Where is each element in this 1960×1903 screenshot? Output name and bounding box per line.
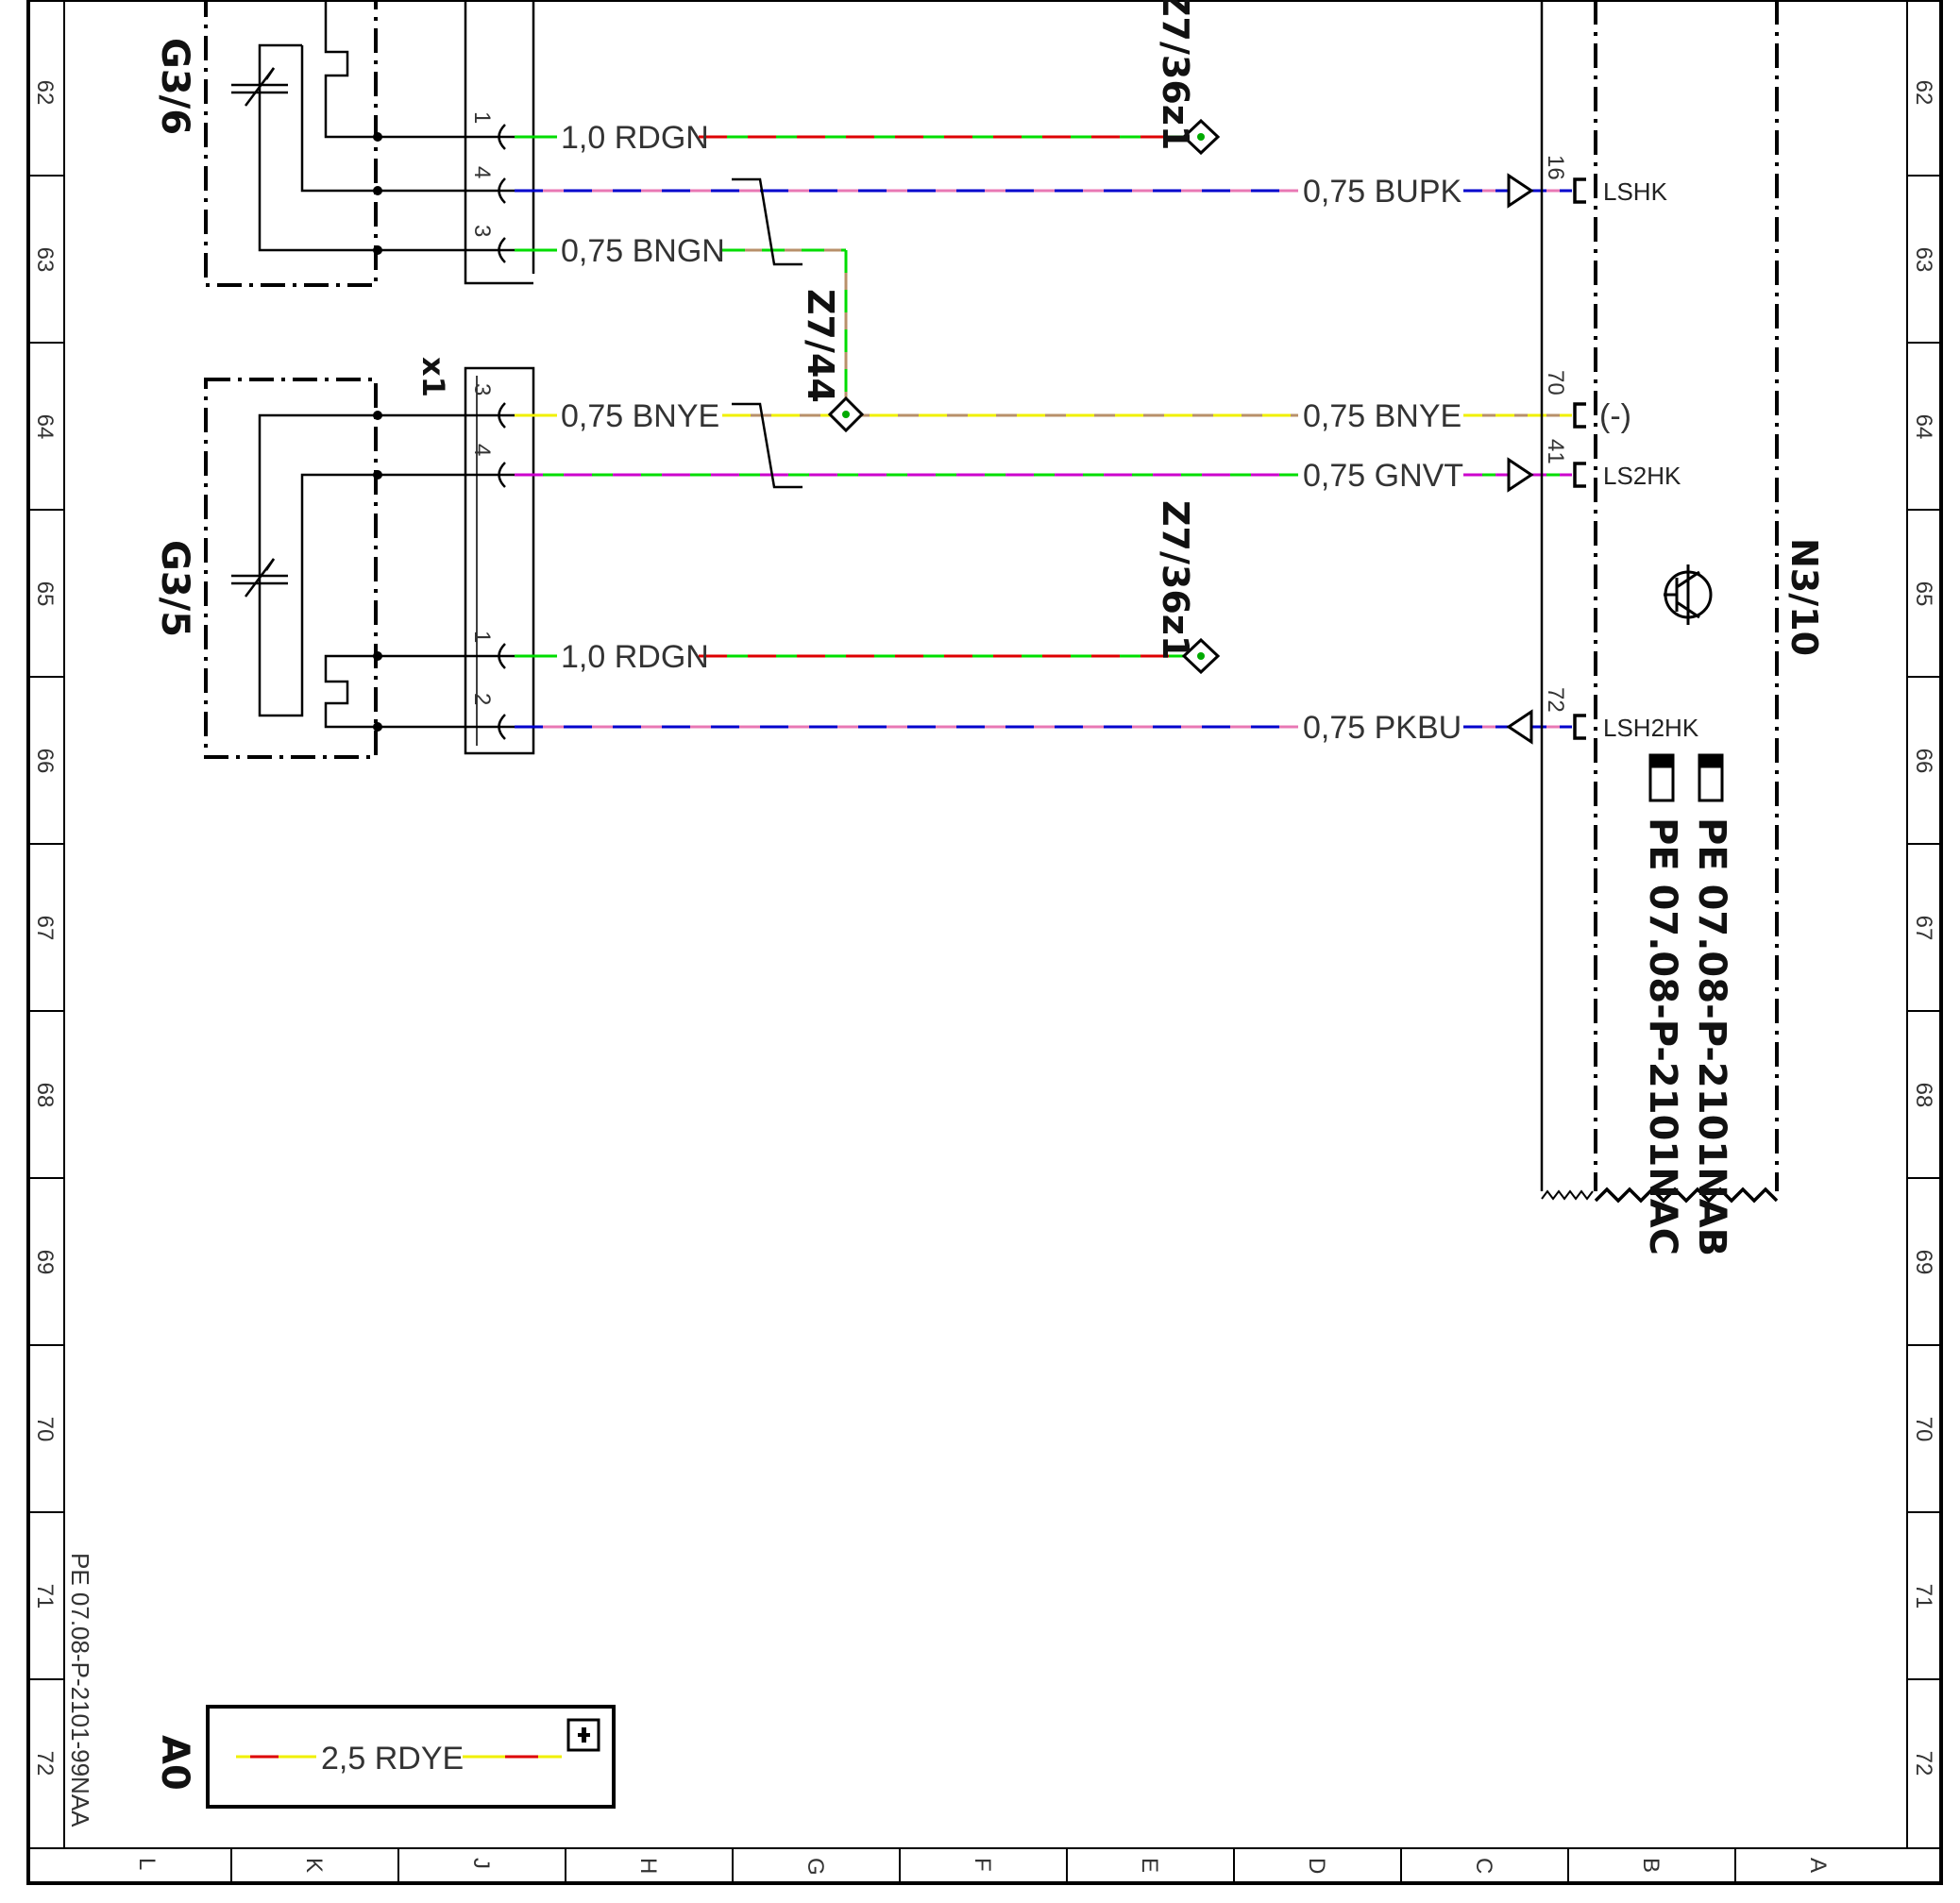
col-label: F bbox=[970, 1858, 995, 1872]
wire-gnvt: 0,75 GNVT bbox=[515, 458, 1572, 494]
col-label: J bbox=[468, 1858, 494, 1869]
row-labels-left: 62 63 64 65 66 67 68 69 70 71 72 bbox=[32, 80, 58, 1777]
row-label: 70 bbox=[32, 1417, 58, 1442]
pin-label: 41 bbox=[1543, 439, 1568, 464]
legend-a0: 2,5 RDYE A0 bbox=[153, 1705, 616, 1809]
transistor-icon bbox=[1664, 564, 1713, 625]
row-label: 69 bbox=[32, 1250, 58, 1275]
col-label: L bbox=[134, 1858, 160, 1870]
twisted-pair-marks bbox=[732, 177, 803, 489]
row-label: 67 bbox=[1911, 916, 1936, 941]
wire-rdgn-top: 1,0 RDGN bbox=[515, 120, 1185, 156]
col-label: B bbox=[1638, 1858, 1664, 1873]
junction-label: Z7/36z1 bbox=[1155, 500, 1196, 660]
junction-z7-36z1-mid: Z7/36z1 bbox=[1155, 500, 1221, 675]
column-labels: L K J H G F E D C B A bbox=[134, 1858, 1831, 1876]
col-label: E bbox=[1137, 1858, 1162, 1873]
row-dividers bbox=[28, 175, 1941, 1680]
pin-label: 2 bbox=[469, 693, 495, 705]
row-label: 69 bbox=[1911, 1250, 1936, 1275]
col-label: D bbox=[1304, 1858, 1329, 1874]
row-label: 68 bbox=[32, 1083, 58, 1108]
connector-g3-6: 1 4 3 bbox=[378, 0, 535, 285]
wire-label: 0,75 BUPK bbox=[1303, 174, 1462, 210]
legend-label: 2,5 RDYE bbox=[321, 1741, 464, 1777]
pin-label: 1 bbox=[469, 111, 495, 124]
wire-label: 0,75 BNYE bbox=[561, 398, 719, 434]
wire-label: 0,75 BNYE bbox=[1303, 398, 1462, 434]
a0-label: A0 bbox=[153, 1735, 196, 1791]
pin-label: 16 bbox=[1543, 155, 1568, 180]
component-g3-5: G3/5 bbox=[153, 378, 382, 759]
wire-bngn: 0,75 BNGN bbox=[515, 233, 848, 413]
row-label: 64 bbox=[32, 414, 58, 440]
connector-x1: x1 3 4 1 2 bbox=[378, 357, 535, 755]
signal-label: LSH2HK bbox=[1603, 714, 1699, 742]
reference-notes: PE 07.08-P-2101NAB PE 07.08-P-2101NAC bbox=[1641, 753, 1733, 1256]
pointing-hand-icon bbox=[1648, 753, 1724, 802]
wire-label: 0,75 GNVT bbox=[1303, 458, 1463, 494]
row-label: 63 bbox=[32, 247, 58, 273]
row-label: 72 bbox=[32, 1751, 58, 1777]
col-label: G bbox=[803, 1858, 828, 1876]
row-label: 64 bbox=[1911, 414, 1936, 440]
pin-label: 3 bbox=[469, 225, 495, 237]
junction-z7-36z1-top: Z7/36z1 bbox=[1155, 0, 1221, 156]
row-label: 68 bbox=[1911, 1083, 1936, 1108]
junction-label: Z7/36z1 bbox=[1155, 0, 1196, 150]
row-label: 70 bbox=[1911, 1417, 1936, 1442]
pin-label: 70 bbox=[1543, 370, 1568, 396]
row-label: 67 bbox=[32, 916, 58, 941]
info-icon bbox=[566, 1718, 600, 1752]
signal-label: LS2HK bbox=[1603, 462, 1681, 490]
pin-label: 4 bbox=[469, 166, 495, 178]
junction-z7-44: Z7/44 bbox=[800, 289, 865, 433]
col-label: H bbox=[635, 1858, 661, 1874]
drawing-frame bbox=[26, 0, 1943, 1885]
row-label: 66 bbox=[1911, 749, 1936, 774]
wire-label: 0,75 PKBU bbox=[1303, 710, 1462, 746]
row-label: 71 bbox=[32, 1584, 58, 1609]
wire-label: 0,75 BNGN bbox=[561, 233, 725, 269]
component-g3-6: G3/6 bbox=[153, 0, 382, 287]
wire-label: 1,0 RDGN bbox=[561, 120, 709, 156]
pin-label: 3 bbox=[469, 383, 495, 396]
reference-link[interactable]: PE 07.08-P-2101NAB bbox=[1690, 817, 1733, 1256]
signal-label: (-) bbox=[1599, 398, 1631, 434]
row-label: 62 bbox=[32, 80, 58, 106]
row-label: 72 bbox=[1911, 1751, 1936, 1777]
n3-10-label: N3/10 bbox=[1783, 538, 1825, 656]
wire-label: 1,0 RDGN bbox=[561, 639, 709, 675]
col-label: A bbox=[1805, 1858, 1831, 1873]
document-number: PE 07.08-P-2101-99NAA bbox=[66, 1553, 94, 1827]
col-label: K bbox=[301, 1858, 327, 1873]
col-label: C bbox=[1471, 1858, 1496, 1874]
pin-label: 72 bbox=[1543, 687, 1568, 713]
x1-label: x1 bbox=[415, 357, 451, 397]
row-label: 66 bbox=[32, 749, 58, 774]
row-label: 71 bbox=[1911, 1584, 1936, 1609]
pin-label: 4 bbox=[469, 444, 495, 456]
g3-6-label: G3/6 bbox=[153, 38, 196, 135]
signal-label: LSHK bbox=[1603, 177, 1668, 206]
wire-pkbu: 0,75 PKBU bbox=[515, 710, 1572, 746]
wire-bnye: 0,75 BNYE 0,75 BNYE bbox=[515, 398, 1572, 434]
reference-link[interactable]: PE 07.08-P-2101NAC bbox=[1641, 817, 1684, 1255]
g3-5-label: G3/5 bbox=[153, 540, 196, 637]
component-n3-10: N3/10 bbox=[1540, 0, 1825, 1204]
wire-bupk: 0,75 BUPK bbox=[515, 174, 1572, 210]
row-label: 65 bbox=[32, 581, 58, 607]
row-labels-right: 62 63 64 65 66 67 68 69 70 71 72 bbox=[1911, 80, 1936, 1777]
n3-10-pins: 16 LSHK 70 (-) 41 LS2HK 72 LSH2HK bbox=[1506, 155, 1699, 745]
wire-rdgn-mid: 1,0 RDGN bbox=[515, 639, 1185, 675]
pin-label: 1 bbox=[469, 631, 495, 643]
column-dividers bbox=[230, 1848, 1736, 1883]
row-label: 62 bbox=[1911, 80, 1936, 106]
junction-label: Z7/44 bbox=[800, 289, 841, 403]
row-label: 65 bbox=[1911, 581, 1936, 607]
row-label: 63 bbox=[1911, 247, 1936, 273]
